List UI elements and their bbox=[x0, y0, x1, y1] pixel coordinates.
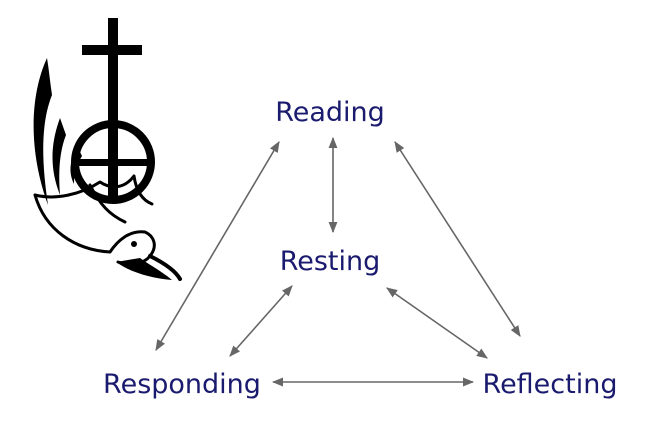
node-reflecting-label: Reflecting bbox=[483, 369, 618, 400]
arrows-group bbox=[155, 136, 521, 387]
node-resting-label: Resting bbox=[280, 246, 381, 277]
arrow-resting-reflecting bbox=[386, 287, 488, 359]
cross-dove-logo-icon bbox=[33, 18, 182, 281]
arrow-resting-responding bbox=[229, 285, 293, 357]
arrow-reading-responding bbox=[155, 141, 280, 351]
node-reading-label: Reading bbox=[275, 97, 385, 128]
node-responding-label: Responding bbox=[103, 369, 261, 400]
arrow-reading-reflecting bbox=[394, 141, 521, 337]
